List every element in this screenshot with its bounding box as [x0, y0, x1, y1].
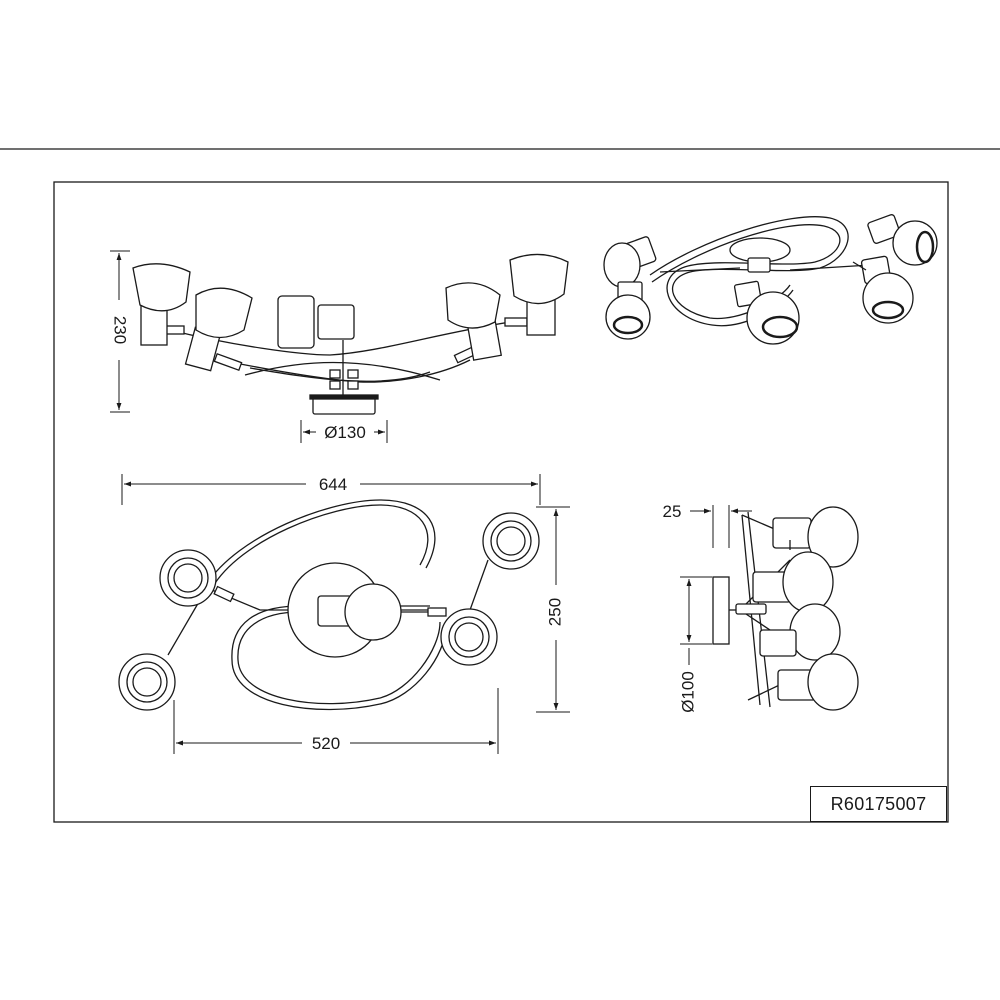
lamp-ring-bottom-right	[440, 608, 498, 666]
base-diameter-label: Ø130	[324, 423, 366, 442]
dimension-spread-length	[173, 688, 499, 754]
side-view	[712, 506, 859, 711]
side-canopy	[712, 576, 730, 645]
lamp-ring-top-left	[159, 549, 217, 607]
spread-length-label: 520	[312, 734, 340, 753]
height-label: 230	[111, 316, 130, 344]
dimension-overall-width	[536, 506, 570, 713]
lamp-ring-top-right	[482, 512, 540, 570]
canopy-diameter-label: Ø100	[678, 671, 697, 713]
article-number-box: R60175007	[810, 786, 947, 822]
dimension-overall-length	[121, 474, 541, 505]
overall-width-label: 250	[545, 598, 564, 626]
lamp-ring-bottom-left	[118, 653, 176, 711]
front-view	[132, 253, 569, 415]
perspective-view	[603, 214, 938, 345]
dimension-height	[110, 250, 130, 413]
article-number: R60175007	[830, 793, 927, 814]
top-view	[118, 499, 540, 711]
dimension-base-diameter	[300, 420, 388, 443]
drawing-frame	[53, 181, 949, 823]
overall-length-label: 644	[319, 475, 347, 494]
dimension-canopy-diameter	[680, 576, 712, 665]
dimension-canopy-depth	[690, 505, 752, 548]
canopy-depth-label: 25	[663, 502, 682, 521]
